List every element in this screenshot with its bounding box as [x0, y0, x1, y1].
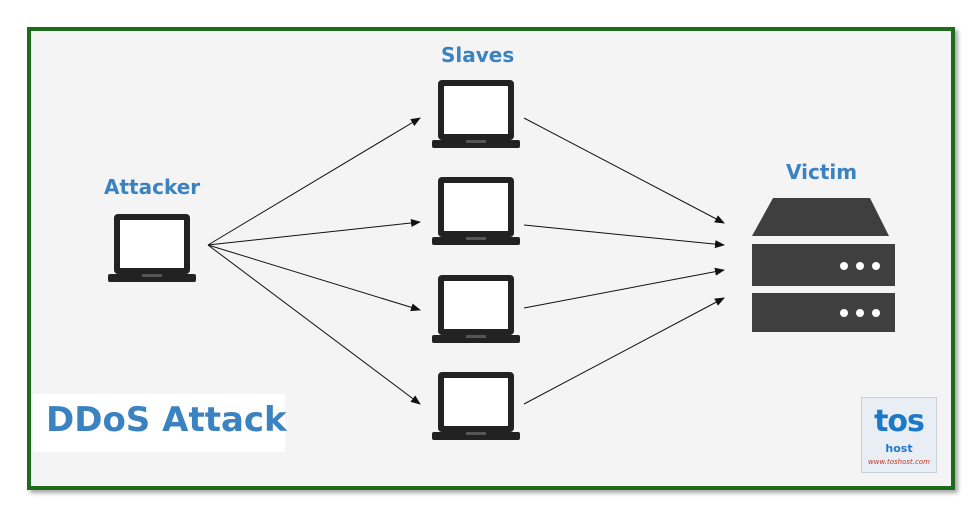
arrow-slave-1-to-victim — [523, 117, 725, 224]
slave-laptop-icon — [432, 80, 520, 148]
victim-server-icon — [752, 198, 895, 332]
slave-laptop-icon — [432, 372, 520, 440]
arrow-slave-4-to-victim — [523, 297, 725, 405]
arrow-slave-2-to-victim — [523, 224, 725, 249]
attacker-laptop-icon — [108, 214, 196, 282]
victim-label: Victim — [786, 160, 858, 184]
arrow-slave-3-to-victim — [523, 267, 725, 309]
arrow-attacker-to-slave-3 — [207, 244, 421, 312]
slaves-label: Slaves — [441, 43, 515, 67]
title-box: DDoS Attack — [33, 394, 287, 452]
logo-url-text: www.toshost.com — [868, 458, 930, 466]
toshost-logo: tos host www.toshost.com — [861, 397, 937, 473]
slave-laptop-icon — [432, 275, 520, 343]
attacker-label: Attacker — [104, 175, 201, 199]
arrow-attacker-to-slave-4 — [207, 244, 421, 405]
logo-main-text: tos — [874, 404, 925, 439]
arrow-attacker-to-slave-1 — [207, 117, 421, 246]
arrow-attacker-to-slave-2 — [207, 218, 421, 246]
logo-sub-text: host — [885, 442, 913, 455]
slave-laptop-icon — [432, 177, 520, 245]
diagram-title: DDoS Attack — [46, 400, 287, 440]
